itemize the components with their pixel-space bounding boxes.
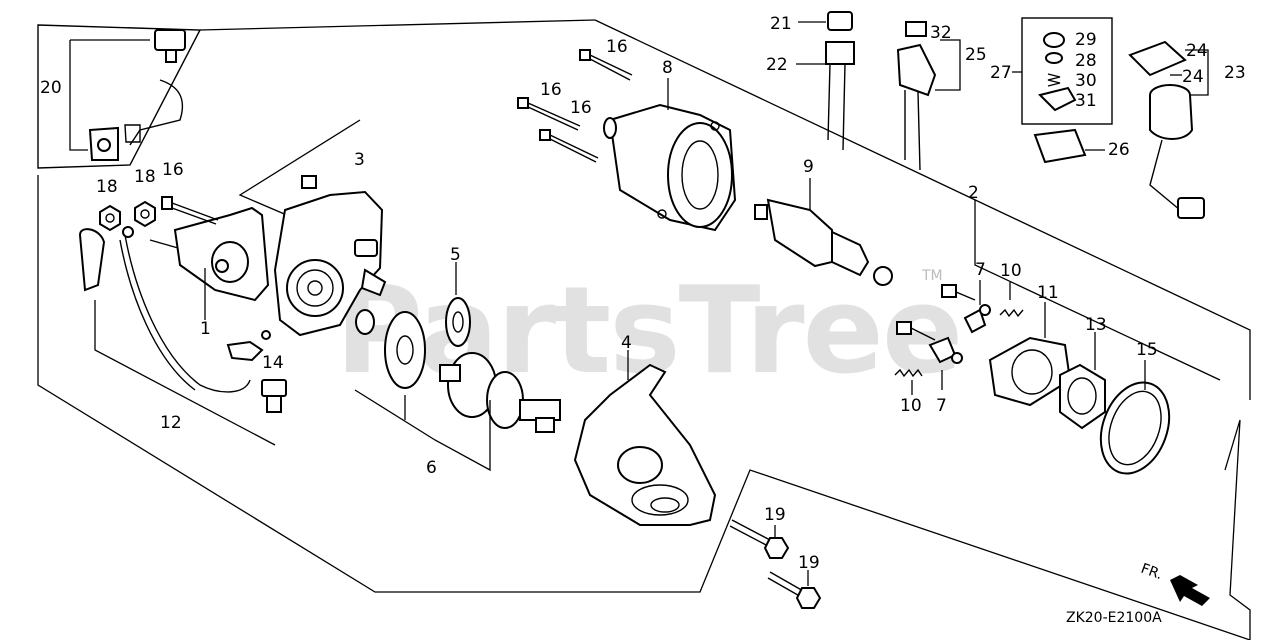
callout-1: 1: [200, 319, 211, 339]
part-15-gasket-icon: [1099, 381, 1171, 475]
part-30-spring-icon: [1047, 73, 1061, 87]
lead-25: [935, 39, 961, 91]
callout-23: 23: [1224, 63, 1246, 83]
callout-8: 8: [662, 58, 673, 78]
part-19-bolt-a-icon: [729, 519, 790, 559]
callout-2: 2: [968, 183, 979, 203]
reference-code: ZK20-E2100A: [1066, 610, 1162, 626]
group-box-27: [1021, 17, 1113, 125]
part-14-clip-icon: [226, 330, 287, 413]
part-16-bolt-b-icon: [579, 49, 633, 81]
callout-25: 25: [965, 45, 987, 65]
part-7-brush-a-icon: [941, 284, 991, 334]
part-22-connector-icon: [825, 41, 855, 151]
callout-5: 5: [450, 245, 461, 265]
callout-9: 9: [803, 157, 814, 177]
part-25-harness-icon: [896, 43, 937, 171]
part-32-clip-icon: [905, 21, 927, 37]
assembly-boundary: [37, 175, 1251, 640]
callout-28: 28: [1075, 51, 1097, 71]
callout-19a: 19: [764, 505, 786, 525]
part-31-terminal-icon: [1038, 86, 1077, 112]
callout-3: 3: [354, 150, 365, 170]
part-21-cap-icon: [827, 11, 853, 31]
callout-16d: 16: [570, 98, 592, 118]
part-7-brush-b-icon: [896, 321, 963, 364]
part-3-housing-icon: [273, 175, 387, 337]
inset-box-20: [37, 24, 202, 169]
lead-20: [69, 40, 88, 151]
callout-12: 12: [160, 413, 182, 433]
part-29-cap-icon: [1043, 32, 1065, 48]
part-24-clip-icon: [1128, 40, 1187, 77]
callout-20: 20: [40, 78, 62, 98]
part-16-bolt-d-icon: [539, 129, 599, 163]
direction-label: FR.: [1139, 561, 1165, 583]
callout-16b: 16: [606, 37, 628, 57]
callout-14: 14: [262, 353, 284, 373]
part-8-yoke-icon: [603, 103, 737, 232]
part-9-armature-icon: [754, 198, 893, 286]
lead-12: [94, 300, 276, 446]
callout-26: 26: [1108, 140, 1130, 160]
callout-24a: 24: [1186, 41, 1208, 61]
callout-30: 30: [1075, 71, 1097, 91]
part-28-washer-icon: [1045, 52, 1063, 64]
callout-19b: 19: [798, 553, 820, 573]
front-direction-arrow-icon: [1170, 575, 1210, 606]
callout-7a: 7: [975, 260, 986, 280]
part-10-spring-a-icon: [999, 308, 1024, 318]
callout-22: 22: [766, 55, 788, 75]
callout-16c: 16: [540, 80, 562, 100]
part-1-solenoid-icon: [149, 206, 270, 302]
callout-4: 4: [621, 333, 632, 353]
inset-boundary-top: [199, 19, 596, 31]
callout-27: 27: [990, 63, 1012, 83]
callout-10a: 10: [1000, 261, 1022, 281]
part-16-bolt-a-icon: [161, 196, 219, 225]
callout-21: 21: [770, 14, 792, 34]
part-13-plate-icon: [1059, 363, 1106, 430]
watermark-trademark: TM: [921, 268, 943, 284]
part-18-nut-b-icon: [134, 200, 156, 228]
callout-7b: 7: [936, 396, 947, 416]
callout-11: 11: [1037, 283, 1059, 303]
callout-15: 15: [1136, 340, 1158, 360]
callout-29: 29: [1075, 30, 1097, 50]
part-6-gear-set-icon: [355, 309, 561, 433]
part-23-cap-icon: [1149, 84, 1205, 219]
part-18-nut-a-icon: [99, 204, 121, 232]
callout-31: 31: [1075, 91, 1097, 111]
lead-2: [974, 200, 1221, 381]
callout-16a: 16: [162, 160, 184, 180]
callout-18a: 18: [96, 177, 118, 197]
callout-10b: 10: [900, 396, 922, 416]
lead-23: [1185, 49, 1209, 96]
part-4-front-cover-icon: [573, 363, 717, 526]
callout-18b: 18: [134, 167, 156, 187]
part-16-bolt-c-icon: [517, 97, 581, 131]
callout-24b: 24: [1182, 67, 1204, 87]
lead-6: [354, 389, 491, 472]
callout-13: 13: [1085, 315, 1107, 335]
callout-6: 6: [426, 458, 437, 478]
part-19-bolt-b-icon: [767, 571, 822, 609]
callout-32: 32: [930, 23, 952, 43]
motor-group-boundary: [594, 19, 1251, 400]
part-20-cap-icon: [88, 29, 186, 161]
part-10-spring-b-icon: [894, 368, 923, 378]
part-5-gear-icon: [445, 297, 471, 347]
part-11-brush-holder-icon: [988, 336, 1072, 407]
part-12-cable-icon: [78, 226, 251, 393]
part-26-bracket-icon: [1033, 128, 1087, 164]
